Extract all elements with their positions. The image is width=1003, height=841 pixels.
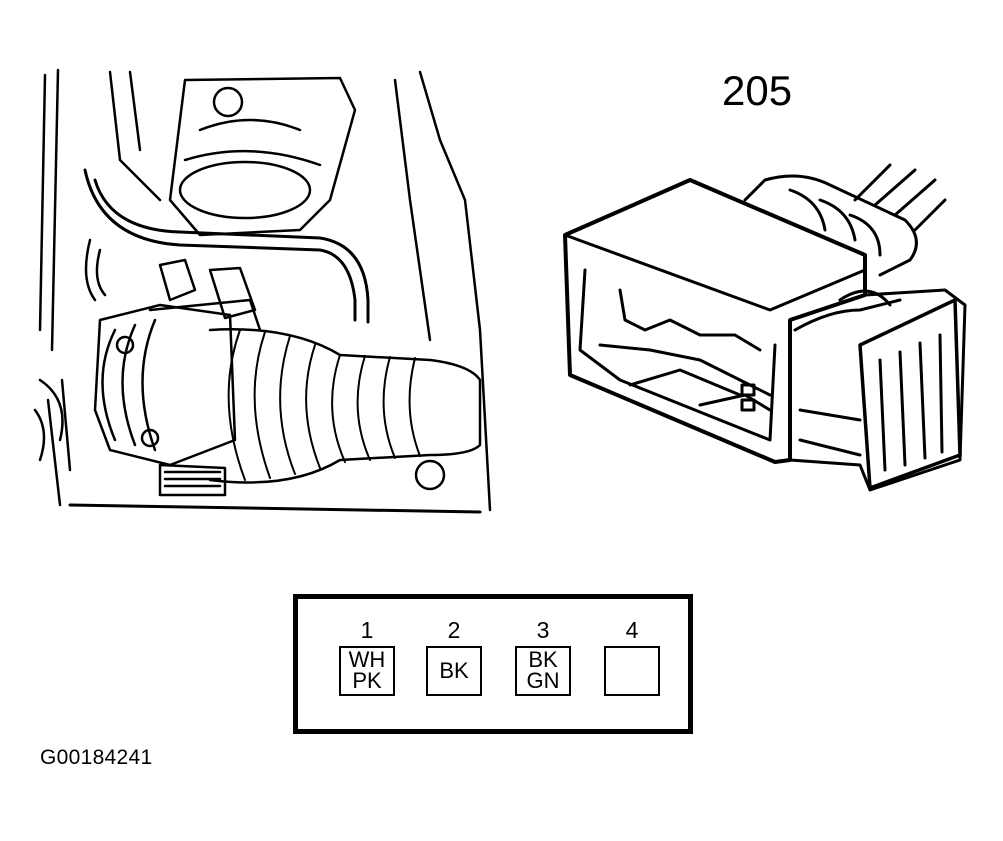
engine-bay-illustration [33,68,492,514]
wire-color-stripe: PK [352,668,382,693]
pin-2: 2 BK [422,619,486,696]
wire-color-primary: BK [528,647,558,673]
figure-id: G00184241 [40,746,153,769]
connector-pinout-panel: 1 WH PK 2 BK 3 BK GN 4 [293,594,693,734]
pin-1: 1 WH PK [335,619,399,696]
pin-number: 4 [625,617,639,643]
pin-wire-color-box [604,646,660,696]
pin-number: 2 [447,617,461,643]
pin-3: 3 BK GN [511,619,575,696]
connector-number-label: 205 [722,67,793,114]
wire-color-primary: BK [439,657,469,683]
pin-number: 3 [536,617,550,643]
connector-isometric-drawing [563,163,967,492]
pin-wire-color-box: WH PK [339,646,395,696]
pin-wire-color-box: BK [426,646,482,696]
wire-color-stripe: GN [526,668,560,693]
wire-color-primary: WH [348,647,386,673]
pin-number: 1 [360,617,374,643]
pin-wire-color-box: BK GN [515,646,571,696]
pin-4: 4 [600,619,664,696]
